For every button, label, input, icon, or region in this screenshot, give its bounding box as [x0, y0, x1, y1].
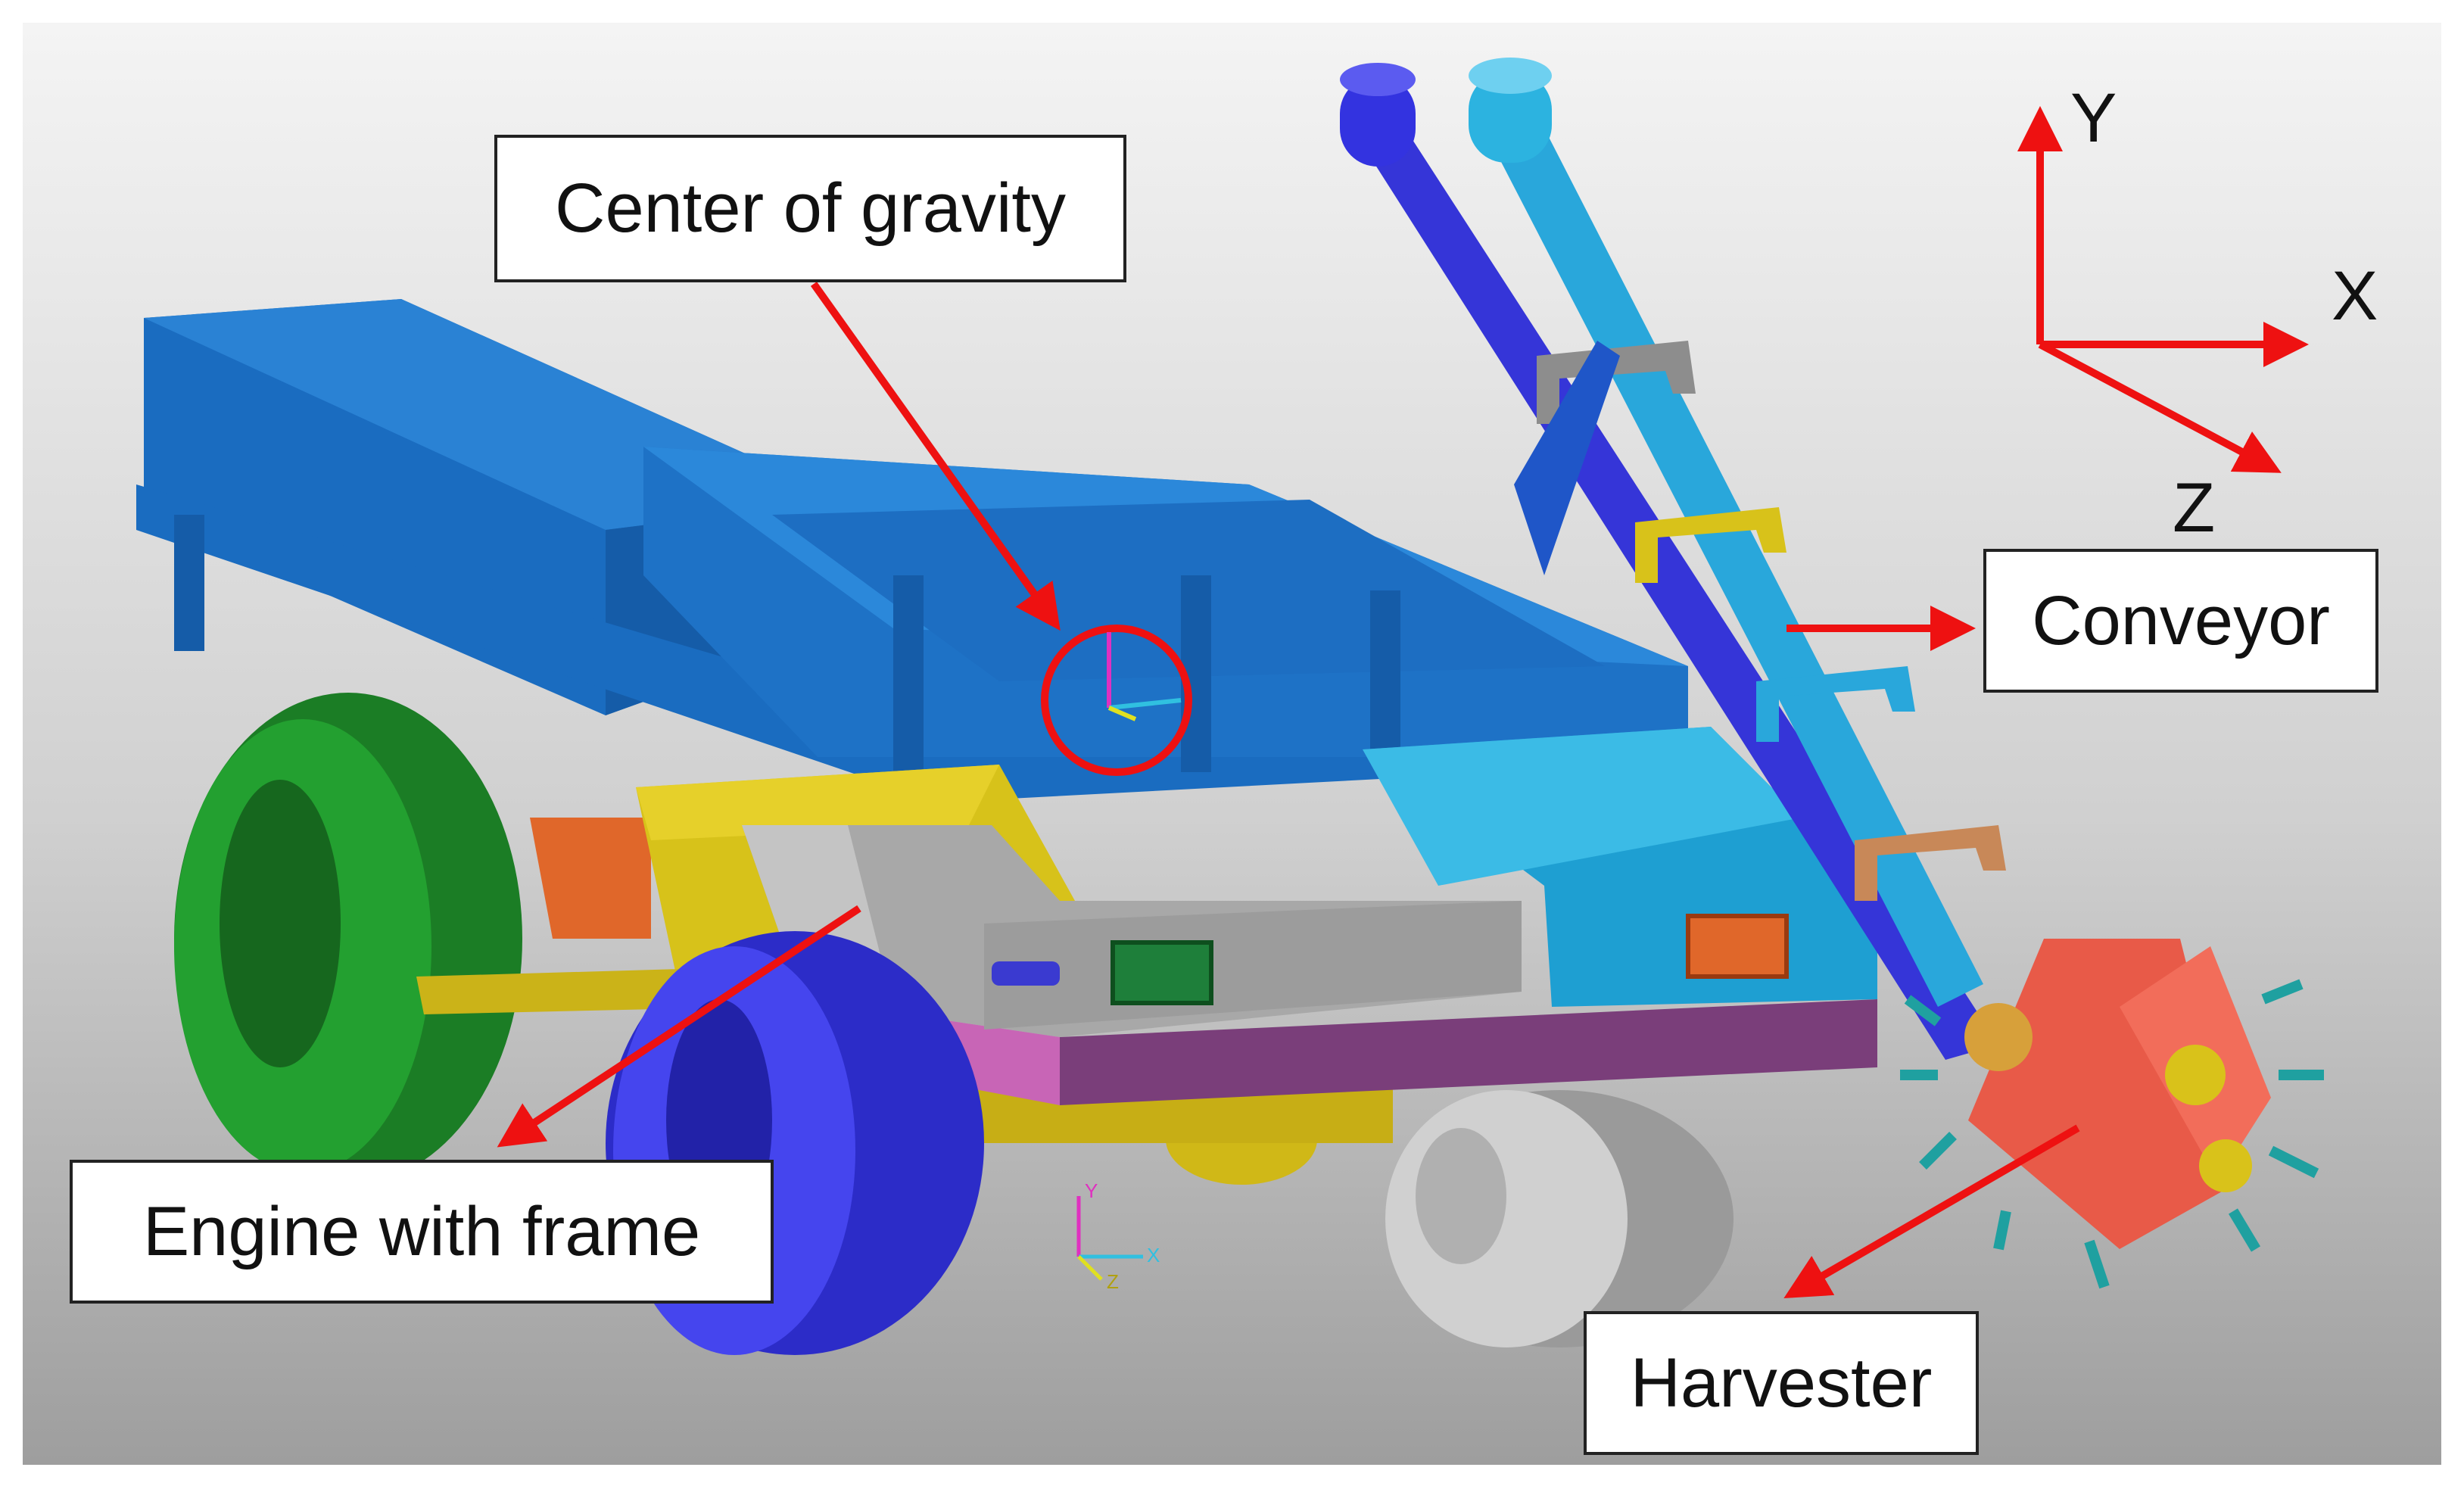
conveyor-label: Conveyor — [1983, 549, 2378, 693]
engine-arrow — [497, 905, 861, 1148]
cyan-housing — [1363, 727, 1877, 1007]
harvester-arrow — [1783, 1124, 2080, 1299]
annotation-arrows — [497, 282, 2080, 1299]
conveyor-assembly — [1340, 58, 2006, 1060]
x-axis-label: X — [2332, 257, 2378, 335]
harvester-label: Harvester — [1584, 1311, 1979, 1455]
cog-arrow — [810, 282, 1061, 631]
z-axis-arrow — [2038, 341, 2282, 473]
front-right-wheel — [1385, 1090, 1734, 1347]
mini-x-label: X — [1147, 1244, 1160, 1266]
orange-bracket — [530, 818, 651, 939]
engine-with-frame-label: Engine with frame — [70, 1160, 774, 1304]
chassis-frame — [136, 299, 1688, 802]
mini-z-label: Z — [1107, 1270, 1119, 1293]
y-axis-label: Y — [2070, 79, 2117, 157]
z-axis-label: Z — [2173, 469, 2216, 547]
rear-left-wheel — [174, 693, 522, 1185]
coordinate-axes — [2017, 106, 2309, 473]
center-of-gravity-label: Center of gravity — [494, 135, 1126, 282]
mini-axis-triad — [1076, 1196, 1143, 1281]
mini-y-label: Y — [1085, 1179, 1098, 1202]
harvester-assembly — [1900, 939, 2324, 1289]
center-of-gravity-marker — [1041, 625, 1192, 776]
